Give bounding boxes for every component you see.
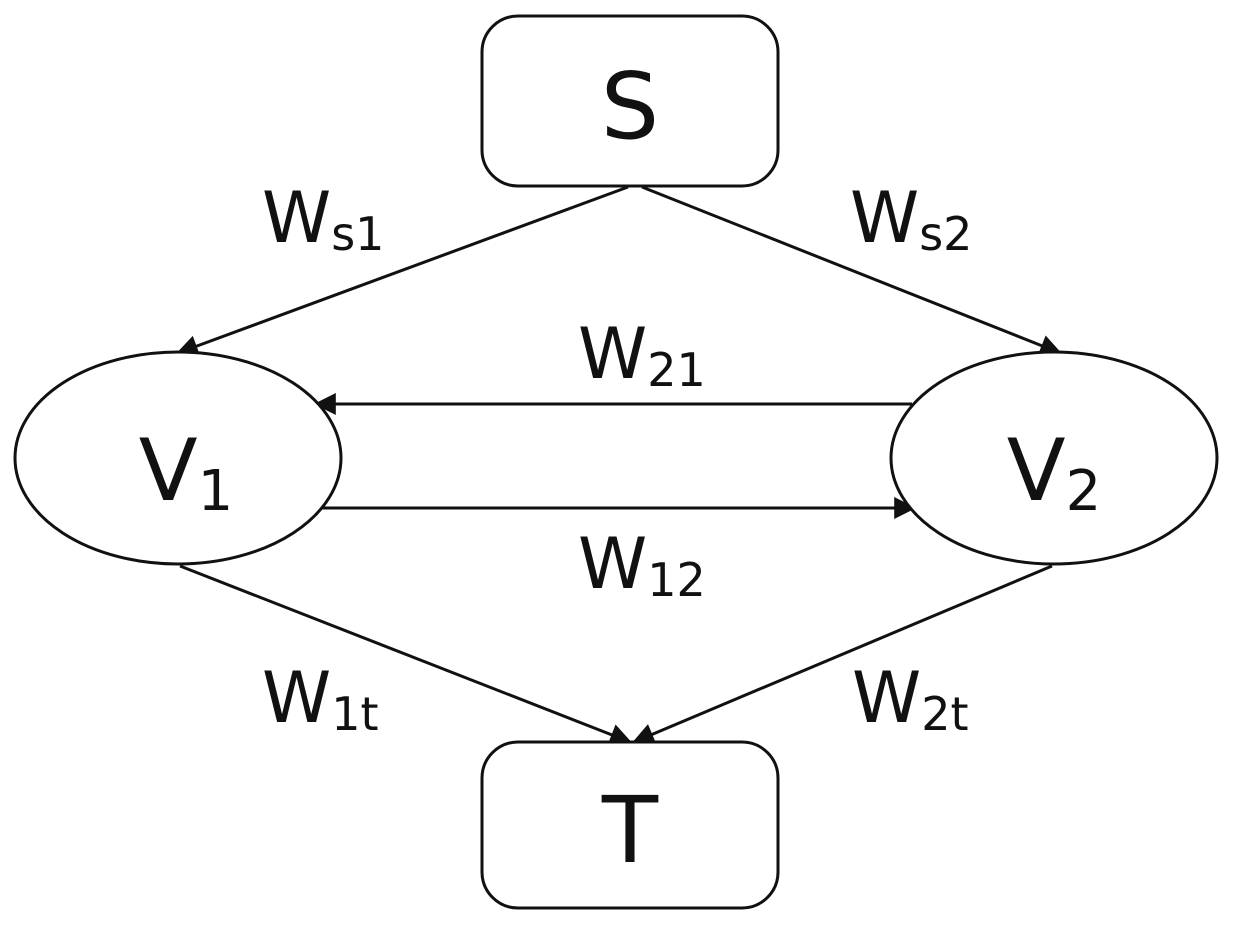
node-v1-ellipse	[13, 350, 343, 566]
edge-label-21-sub: 21	[647, 343, 706, 397]
edge-v2-t	[631, 564, 1053, 745]
edge-label-21-main: W	[578, 313, 647, 395]
node-v1: V1	[13, 350, 343, 566]
edge-s-v1	[175, 185, 629, 357]
node-v2: V2	[889, 350, 1219, 566]
node-v1-subscript: 1	[198, 459, 234, 524]
edge-label-s2-main: W	[850, 177, 919, 259]
edge-label-s2: Ws2	[850, 177, 972, 261]
node-source: S	[480, 14, 780, 188]
edge-label-12-main: W	[578, 523, 647, 605]
edge-label-s2-sub: s2	[919, 207, 972, 261]
edge-label-1t-main: W	[262, 657, 331, 739]
edge-label-12: W12	[578, 523, 706, 607]
node-sink-label: T	[601, 777, 659, 884]
edge-s-v2	[641, 185, 1063, 356]
edge-label-12-sub: 12	[647, 553, 706, 607]
node-v1-label: V1	[139, 421, 233, 524]
edge-label-21: W21	[578, 313, 706, 397]
node-sink-box	[480, 740, 780, 910]
edge-label-2t: W2t	[852, 657, 969, 741]
edges	[175, 185, 1063, 746]
edge-label-s1-sub: s1	[331, 207, 384, 261]
edge-label-1t-sub: 1t	[331, 687, 378, 741]
edge-label-2t-sub: 2t	[921, 687, 968, 741]
node-source-label: S	[601, 53, 659, 160]
edge-v1-t	[179, 564, 633, 746]
edge-label-s1: Ws1	[262, 177, 384, 261]
node-v2-ellipse	[889, 350, 1219, 566]
node-v1-main: V	[139, 421, 198, 521]
node-sink: T	[480, 740, 780, 910]
node-source-box	[480, 14, 780, 188]
edge-label-1t: W1t	[262, 657, 379, 741]
edge-label-2t-main: W	[852, 657, 921, 739]
edge-label-s1-main: W	[262, 177, 331, 259]
node-v2-label: V2	[1007, 421, 1101, 524]
node-v2-main: V	[1007, 421, 1066, 521]
node-v2-subscript: 2	[1066, 459, 1102, 524]
